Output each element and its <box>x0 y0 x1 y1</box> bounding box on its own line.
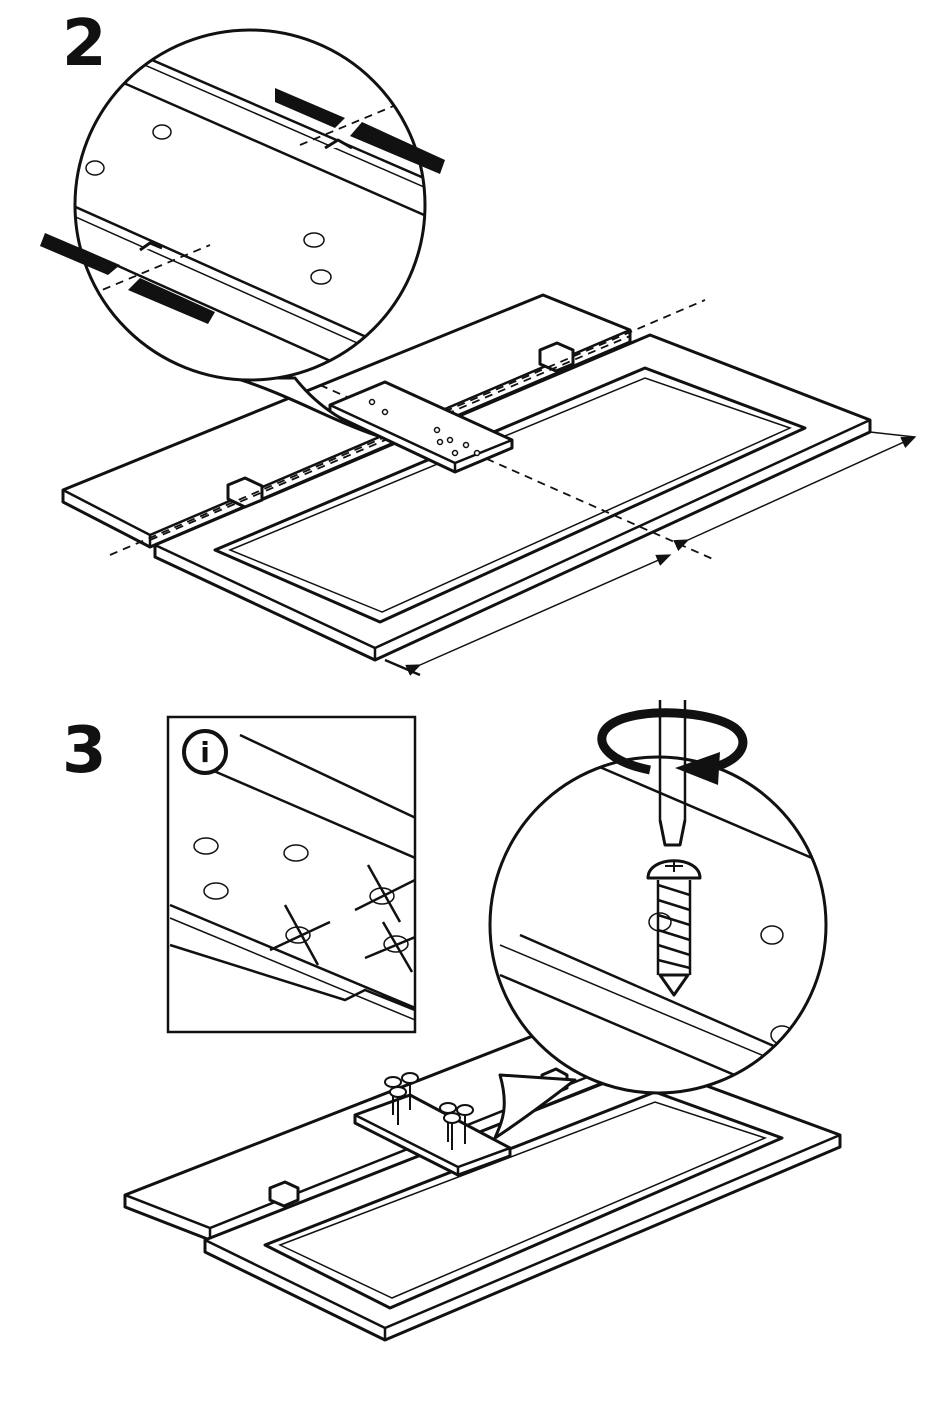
step-2-panels <box>61 293 872 662</box>
magnifier-step-2 <box>40 28 445 438</box>
screw-icon <box>646 859 702 997</box>
info-icon <box>182 729 228 775</box>
info-icon-label: i <box>200 736 210 769</box>
rotation-arrow-icon <box>597 708 748 785</box>
step-number-2: 2 <box>62 7 107 81</box>
screwdriver-icon <box>658 700 687 820</box>
step-number-3: 3 <box>62 714 107 788</box>
info-box: i <box>166 715 417 1034</box>
hinge-plate-with-screws <box>353 1072 512 1177</box>
dimension-arrows <box>384 431 917 677</box>
